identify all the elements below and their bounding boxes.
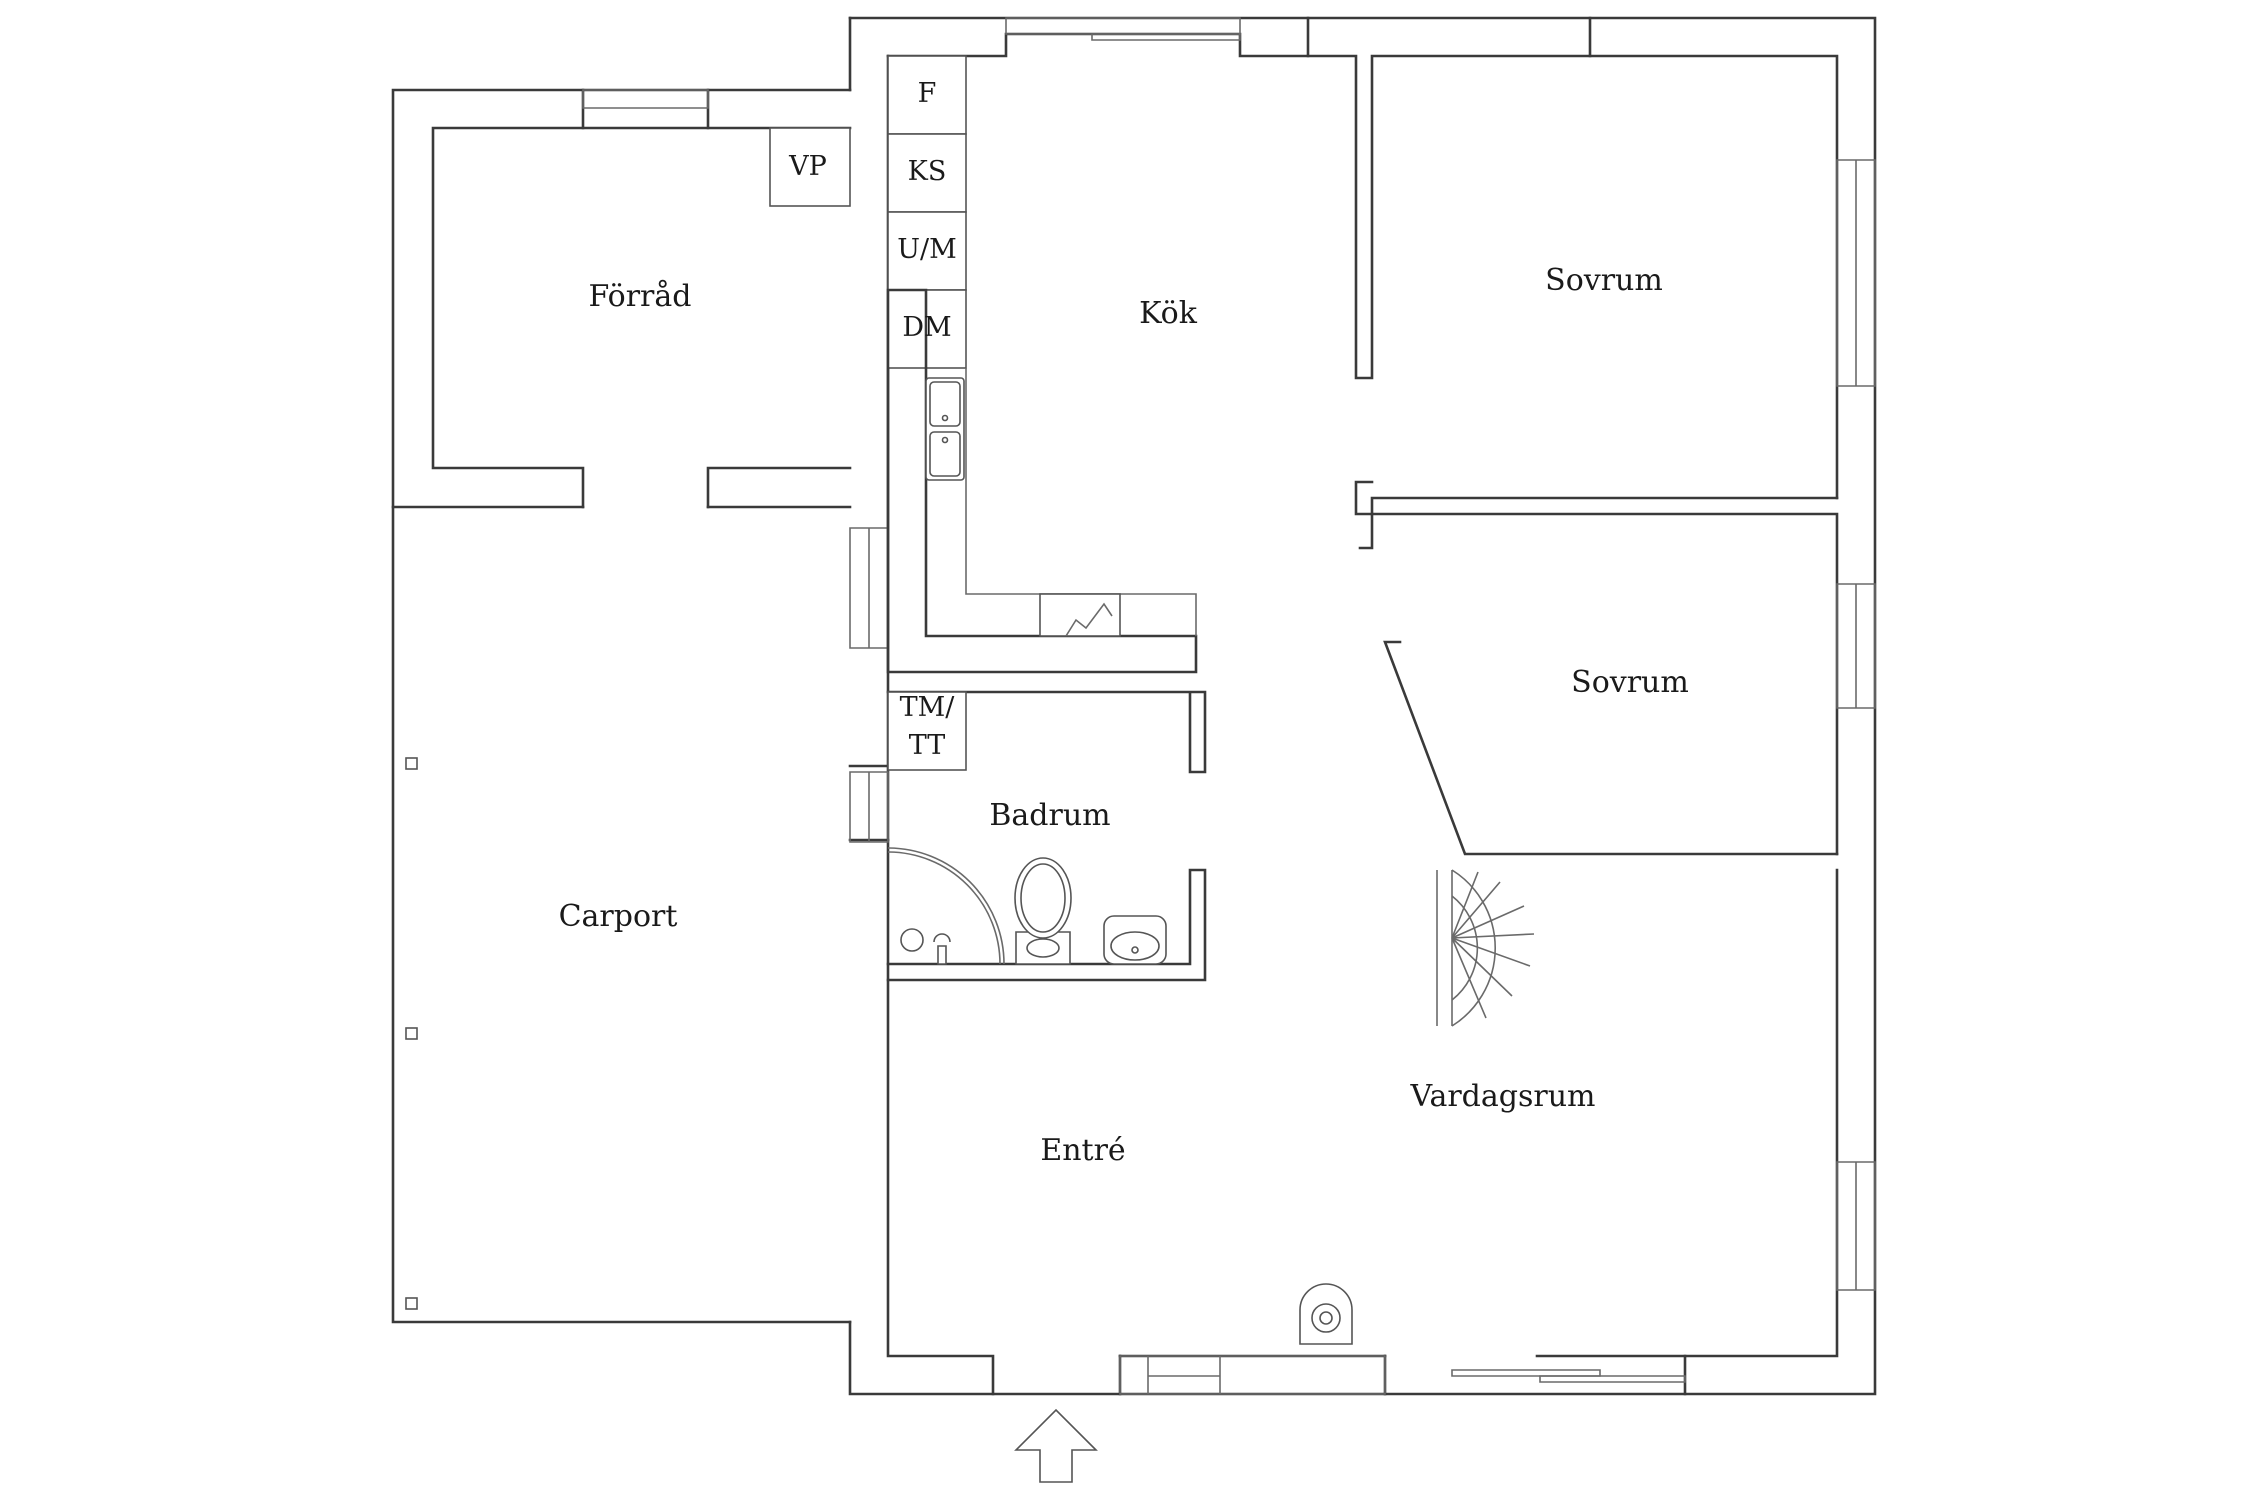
room-label-vardagsrum: Vardagsrum bbox=[1410, 1079, 1596, 1114]
room-label-badrum: Badrum bbox=[989, 798, 1110, 833]
appliance-label-tm: TM/ bbox=[900, 692, 956, 723]
carport-posts bbox=[405, 757, 418, 1310]
outer-walls bbox=[391, 16, 1877, 1396]
toilet-icon bbox=[1014, 857, 1072, 965]
appliance-label-um: U/M bbox=[897, 234, 957, 265]
room-label-forrad: Förråd bbox=[588, 279, 691, 314]
room-label-kok: Kök bbox=[1139, 296, 1198, 331]
washbasin-icon bbox=[1103, 915, 1167, 965]
appliance-label-ks: KS bbox=[908, 156, 947, 187]
heat-pump-box bbox=[769, 127, 851, 207]
appliance-label-f: F bbox=[918, 78, 937, 109]
room-label-carport: Carport bbox=[559, 899, 678, 934]
appliance-label-dm: DM bbox=[902, 312, 951, 343]
kitchen-counters bbox=[886, 55, 1198, 674]
room-label-entre: Entré bbox=[1040, 1133, 1125, 1168]
laundry-box bbox=[887, 691, 967, 771]
entrance-arrow-icon bbox=[1014, 1408, 1098, 1483]
room-label-sovrum-1: Sovrum bbox=[1545, 263, 1663, 298]
windows bbox=[582, 17, 1876, 1395]
room-label-sovrum-2: Sovrum bbox=[1571, 665, 1689, 700]
appliance-label-vp: VP bbox=[788, 151, 827, 182]
fireplace-icon bbox=[1299, 1283, 1353, 1345]
spiral-stair-icon bbox=[1436, 869, 1535, 1027]
shower-icon bbox=[887, 847, 1005, 965]
kitchen-sink-icon bbox=[925, 377, 965, 481]
appliance-label-tt: TT bbox=[909, 730, 946, 761]
